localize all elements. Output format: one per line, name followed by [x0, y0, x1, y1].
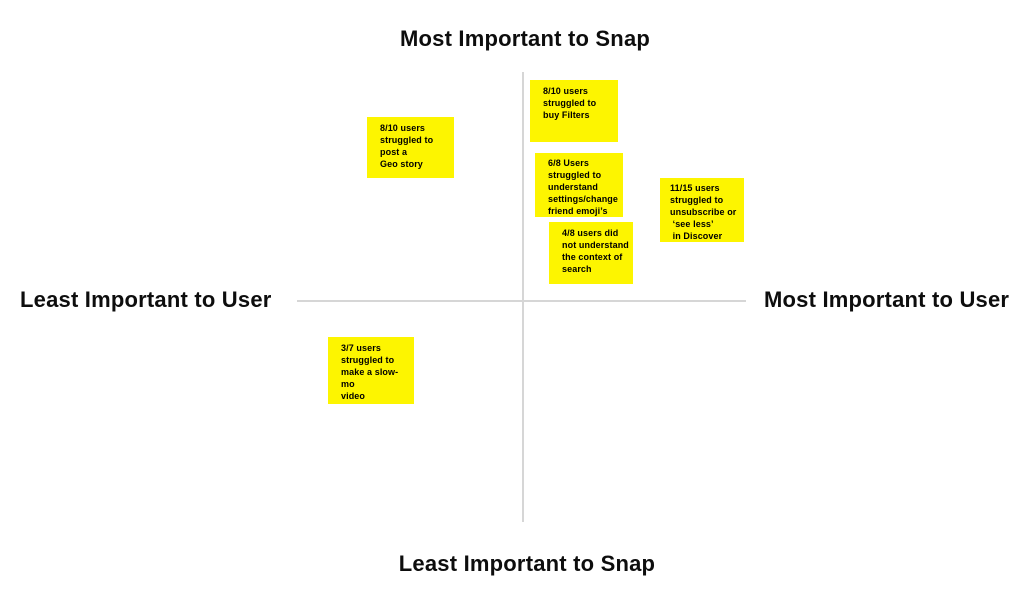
sticky-note-settings-friend-emoji: 6/8 Users struggled to understand settin…	[535, 153, 623, 217]
horizontal-axis-line	[297, 300, 746, 302]
vertical-axis-line	[522, 72, 524, 522]
axis-label-least-important-to-snap: Least Important to Snap	[398, 551, 656, 576]
sticky-note-buy-filters: 8/10 users struggled to buy Filters	[530, 80, 618, 142]
axis-label-least-important-to-user: Least Important to User	[20, 287, 272, 312]
sticky-note-slow-mo-video: 3/7 users struggled to make a slow-mo vi…	[328, 337, 414, 404]
sticky-note-post-geo-story: 8/10 users struggled to post a Geo story	[367, 117, 454, 178]
axis-label-most-important-to-snap: Most Important to Snap	[399, 26, 651, 51]
axis-label-most-important-to-user: Most Important to User	[764, 287, 1010, 312]
sticky-note-discover-unsubscribe: 11/15 users struggled to unsubscribe or …	[660, 178, 744, 242]
sticky-note-search-context: 4/8 users did not understand the context…	[549, 222, 633, 284]
